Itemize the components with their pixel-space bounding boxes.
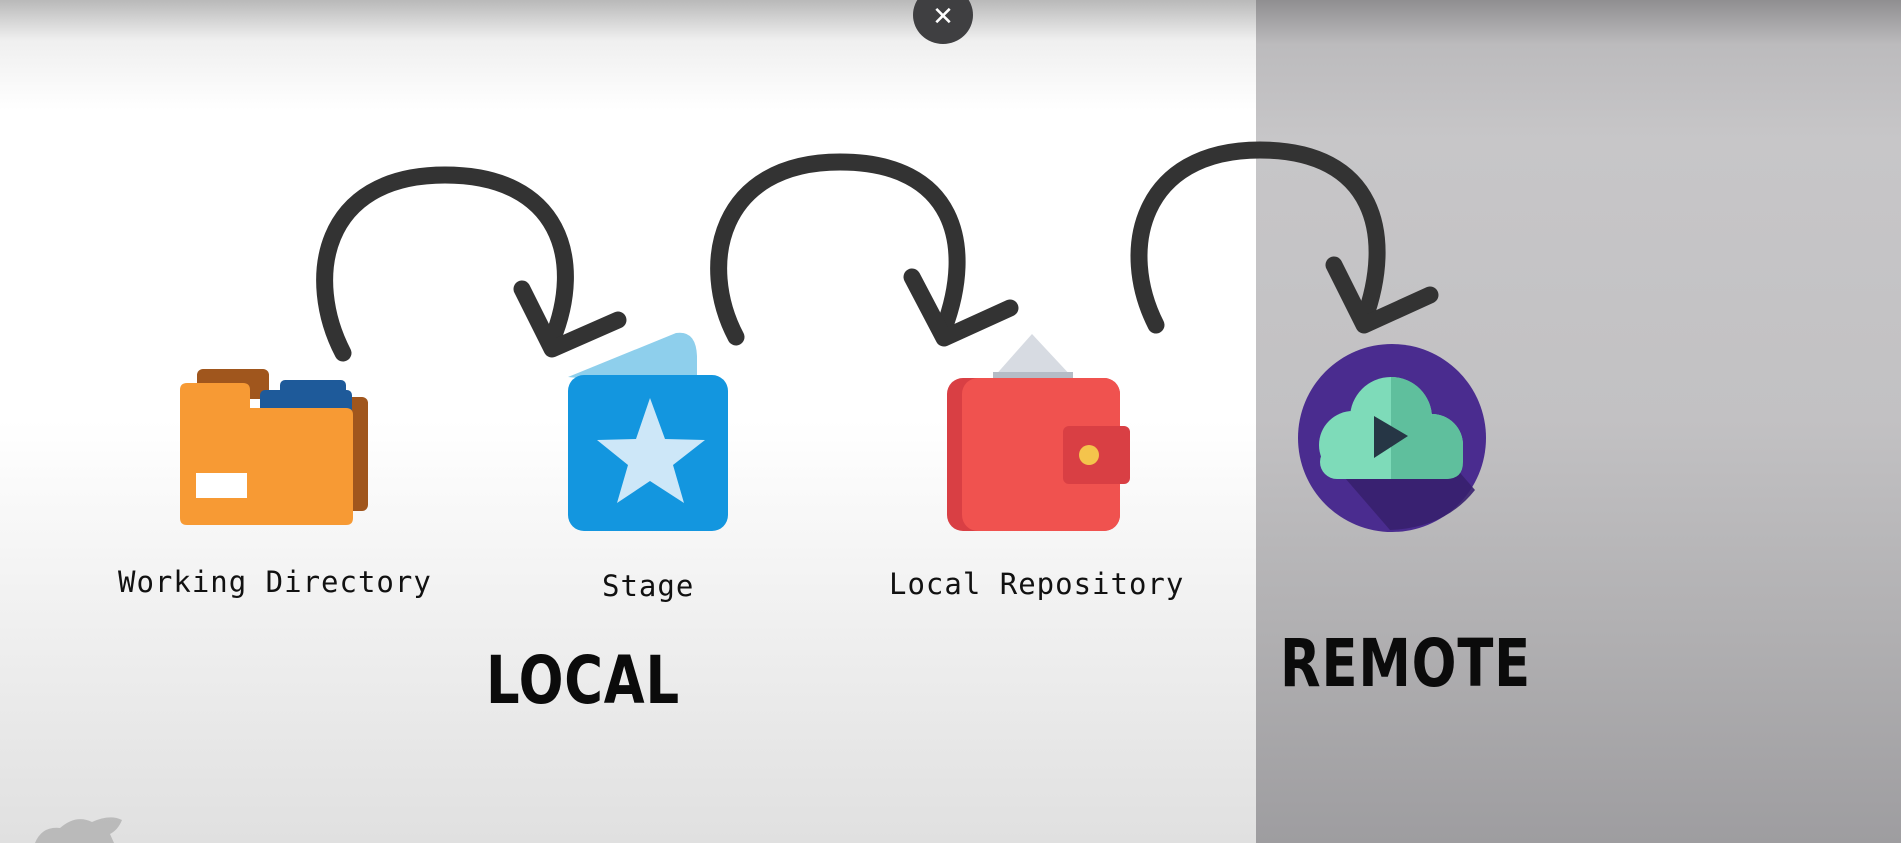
arrow-stage-to-repository <box>710 153 1019 347</box>
arrow-repository-to-remote <box>1130 141 1439 334</box>
cloud-play-icon <box>1298 344 1486 532</box>
section-label-remote: REMOTE <box>1280 625 1532 702</box>
arrow-working-to-stage <box>316 166 627 362</box>
watermark-logo-icon <box>35 817 122 843</box>
section-label-local: LOCAL <box>486 642 680 719</box>
node-label-local-repository: Local Repository <box>889 567 1185 601</box>
node-label-working-directory: Working Directory <box>118 565 432 599</box>
wallet-icon <box>947 334 1130 531</box>
close-icon: ✕ <box>932 2 954 32</box>
star-card-icon <box>568 332 728 531</box>
node-label-stage: Stage <box>602 569 695 603</box>
folder-icon <box>180 369 368 525</box>
